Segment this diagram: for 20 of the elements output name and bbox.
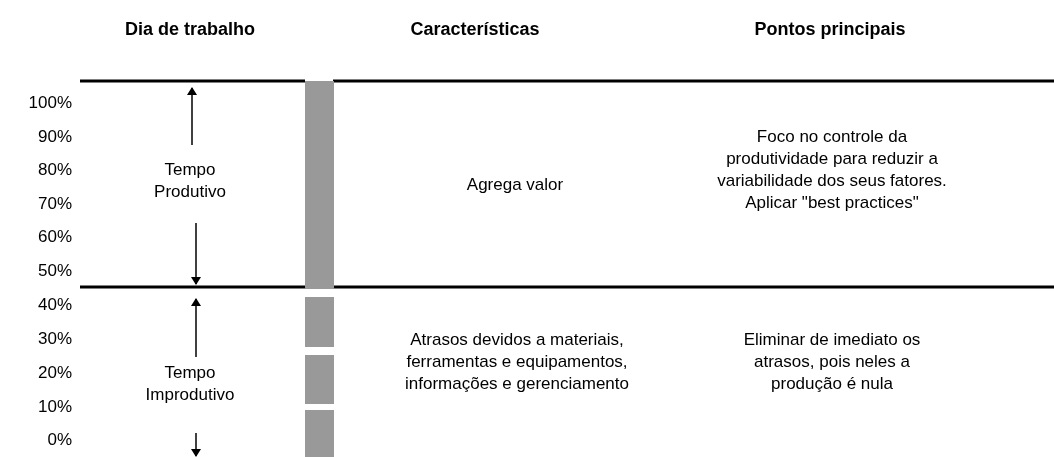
row-label: Tempo Improdutivo xyxy=(144,362,236,406)
column-header: Dia de trabalho xyxy=(124,18,256,40)
column-header: Pontos principais xyxy=(753,18,907,40)
axis-tick-label: 90% xyxy=(36,126,72,148)
description-text: Agrega valor xyxy=(465,174,565,196)
axis-tick-label: 100% xyxy=(27,92,72,114)
description-text: Atrasos devidos a materiais, ferramentas e equipamentos, informações e gerenciamento xyxy=(404,329,630,395)
axis-tick-label: 80% xyxy=(36,159,72,181)
axis-tick-label: 40% xyxy=(36,294,72,316)
axis-tick-label: 60% xyxy=(36,226,72,248)
column-header: Características xyxy=(409,18,541,40)
axis-tick-label: 70% xyxy=(36,193,72,215)
axis-tick-label: 20% xyxy=(36,362,72,384)
row-label: Tempo Produtivo xyxy=(153,159,227,203)
axis-tick-label: 50% xyxy=(36,260,72,282)
description-text: Eliminar de imediato os atrasos, pois neles a produção é nula xyxy=(742,329,922,395)
axis-tick-label: 0% xyxy=(46,429,72,451)
axis-tick-label: 10% xyxy=(36,396,72,418)
description-text: Foco no controle da produtividade para reduzir a variabilidade dos seus fatores. Aplicar "best practices" xyxy=(716,126,948,214)
axis-tick-label: 30% xyxy=(36,328,72,350)
